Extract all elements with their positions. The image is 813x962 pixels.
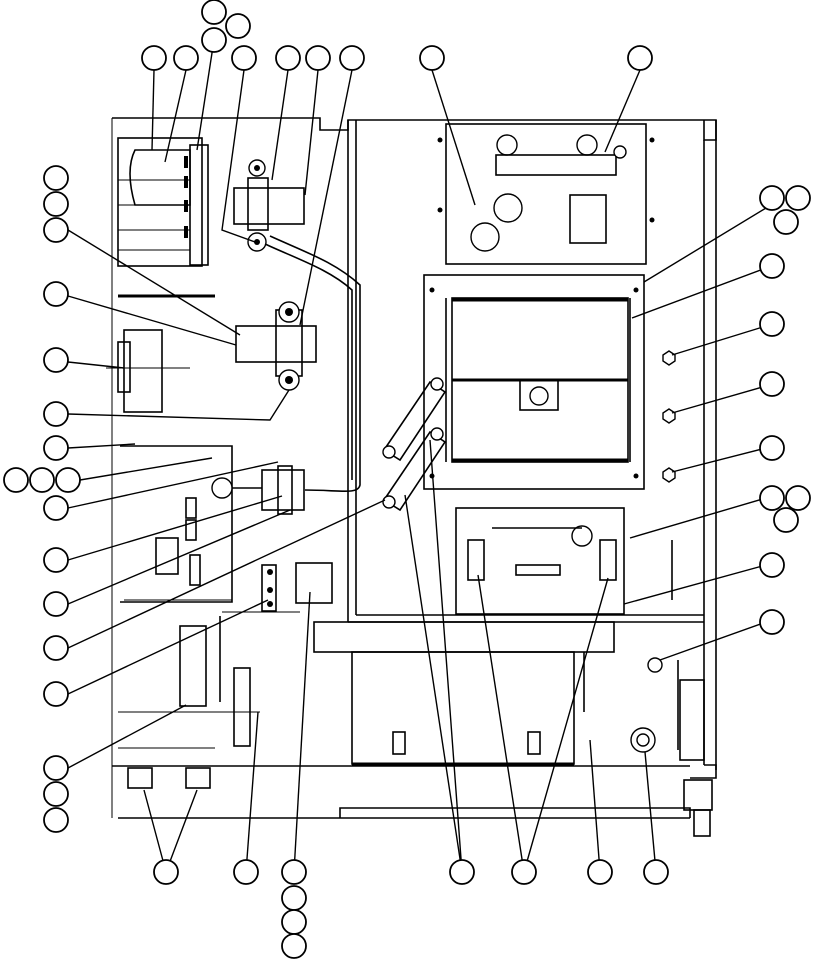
callout-balloon: [419, 45, 445, 71]
callout-balloon: [587, 859, 613, 885]
callout-balloon: [627, 45, 653, 71]
diagonal-cylinders: [382, 377, 447, 512]
callout-balloon: [43, 755, 69, 781]
callout-balloon: [43, 191, 69, 217]
callout-balloon: [281, 933, 307, 959]
leader-lines: [67, 39, 767, 873]
mounting-plate: [423, 274, 645, 490]
callout-balloon: [3, 467, 29, 493]
callout-balloon: [281, 859, 307, 885]
gearbox: [437, 123, 655, 265]
callout-balloon: [759, 552, 785, 578]
callout-balloon: [43, 547, 69, 573]
callout-balloon: [201, 27, 227, 53]
callout-balloon: [201, 0, 227, 25]
callout-balloon: [759, 609, 785, 635]
terminal-block-top-left: [117, 137, 215, 298]
callout-balloon: [43, 495, 69, 521]
callout-balloon: [141, 45, 167, 71]
callout-balloon: [759, 485, 785, 511]
callout-balloon: [785, 485, 811, 511]
callout-balloon: [511, 859, 537, 885]
callout-balloon: [759, 371, 785, 397]
callout-balloon: [43, 217, 69, 243]
callout-balloon: [153, 859, 179, 885]
callout-balloon: [43, 681, 69, 707]
callout-markers: [3, 0, 811, 959]
left-lower-panel: [118, 445, 333, 789]
callout-balloon: [43, 401, 69, 427]
callout-balloon: [339, 45, 365, 71]
hex-nuts: [662, 350, 676, 483]
callout-balloon: [43, 435, 69, 461]
callout-balloon: [773, 209, 799, 235]
callout-balloon: [231, 45, 257, 71]
callout-balloon: [281, 909, 307, 935]
callout-balloon: [43, 635, 69, 661]
callout-balloon: [759, 253, 785, 279]
callout-balloon: [43, 781, 69, 807]
callout-balloon: [43, 165, 69, 191]
callout-balloon: [281, 885, 307, 911]
callout-balloon: [225, 13, 251, 39]
callout-balloon: [785, 185, 811, 211]
callout-balloon: [449, 859, 475, 885]
cable-clamps: [106, 159, 361, 493]
callout-balloon: [43, 347, 69, 373]
callout-balloon: [43, 281, 69, 307]
callout-balloon: [55, 467, 81, 493]
lower-module: [313, 507, 713, 837]
callout-balloon: [759, 185, 785, 211]
callout-balloon: [233, 859, 259, 885]
callout-balloon: [759, 311, 785, 337]
callout-balloon: [305, 45, 331, 71]
callout-balloon: [643, 859, 669, 885]
callout-balloon: [759, 435, 785, 461]
callout-balloon: [29, 467, 55, 493]
callout-balloon: [275, 45, 301, 71]
callout-balloon: [43, 591, 69, 617]
callout-balloon: [773, 507, 799, 533]
callout-balloon: [173, 45, 199, 71]
callout-balloon: [43, 807, 69, 833]
